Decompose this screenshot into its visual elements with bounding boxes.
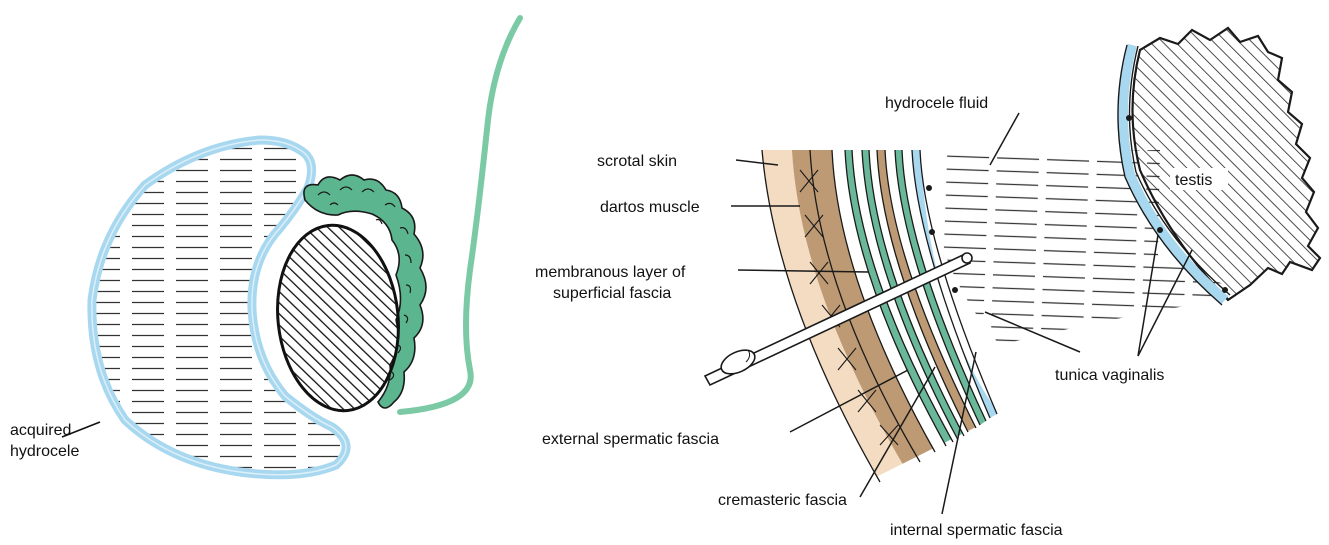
label-acquired: acquired (10, 422, 71, 439)
label-tunica-vaginalis: tunica vaginalis (1055, 367, 1164, 384)
label-dartos-muscle: dartos muscle (600, 199, 700, 216)
label-membranous-layer-1: membranous layer of (535, 264, 686, 281)
left-figure: acquired hydrocele (10, 18, 520, 475)
label-hydrocele: hydrocele (10, 443, 79, 460)
label-external-spermatic-fascia: external spermatic fascia (542, 431, 719, 448)
label-hydrocele-fluid: hydrocele fluid (885, 95, 988, 112)
right-figure: scrotal skin dartos muscle membranous la… (535, 28, 1320, 539)
label-testis: testis (1175, 172, 1212, 189)
label-scrotal-skin: scrotal skin (597, 153, 677, 170)
spermatic-cord (400, 18, 520, 412)
label-cremasteric-fascia: cremasteric fascia (718, 492, 847, 509)
label-internal-spermatic-fascia: internal spermatic fascia (890, 522, 1063, 539)
label-membranous-layer-2: superficial fascia (553, 285, 671, 302)
